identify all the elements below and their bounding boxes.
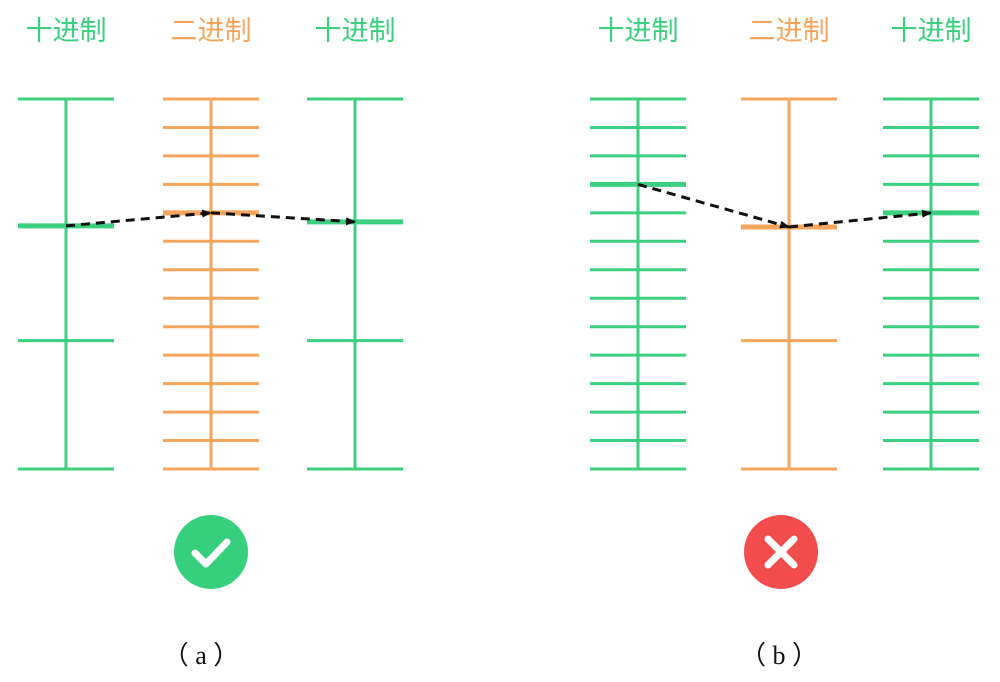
scale-column-binary: 二进制 — [163, 16, 259, 471]
scale-column-decimal: 十进制 — [18, 16, 114, 471]
mapping-arrow — [788, 209, 932, 229]
panel-a: 十进制 二进制 十进制 — [18, 16, 403, 471]
caption-a: （ a ） — [163, 641, 240, 670]
column-label: 十进制 — [891, 16, 972, 47]
caption-b: （ b ） — [740, 641, 818, 670]
column-label: 二进制 — [171, 16, 252, 47]
status-correct — [174, 515, 248, 589]
scale-column-decimal: 十进制 — [590, 16, 686, 471]
column-label: 十进制 — [598, 16, 679, 47]
close-icon — [764, 535, 798, 569]
mapping-arrow — [65, 209, 212, 228]
column-label: 十进制 — [315, 16, 396, 47]
scale-column-decimal: 十进制 — [307, 16, 403, 471]
mapping-arrow — [210, 211, 356, 226]
scale-column-binary: 二进制 — [741, 16, 837, 471]
scale-column-decimal: 十进制 — [883, 16, 979, 471]
status-circle-ok — [174, 515, 248, 589]
check-icon — [191, 538, 231, 568]
panel-b: 十进制 二进制 十进制 — [590, 16, 979, 471]
mapping-arrow — [637, 182, 790, 229]
column-label: 十进制 — [26, 16, 107, 47]
column-label: 二进制 — [749, 16, 830, 47]
status-wrong — [744, 515, 818, 589]
